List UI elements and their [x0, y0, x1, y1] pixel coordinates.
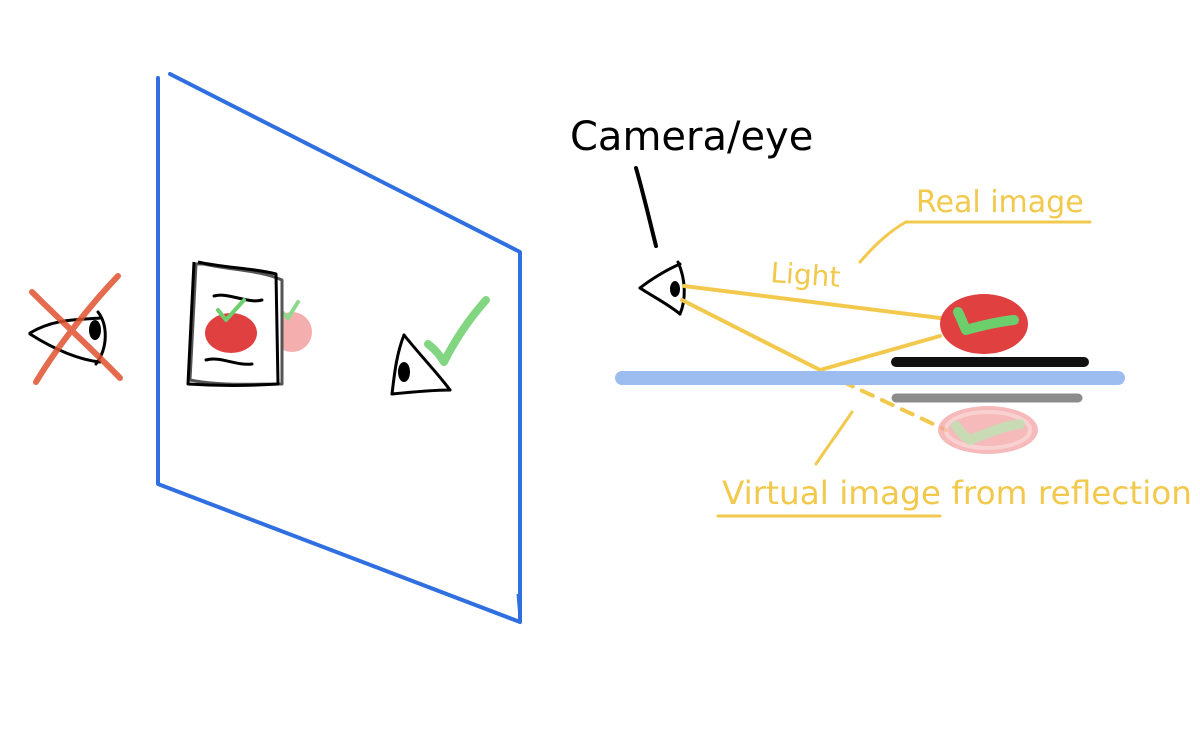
- check-icon: [424, 296, 490, 366]
- direct-ray: [682, 284, 942, 320]
- eye-icon: [28, 310, 107, 366]
- virtual-image-label: Virtual image from reflection: [722, 474, 1192, 512]
- blocked-viewer: [28, 273, 123, 385]
- real-image-pointer: [858, 220, 908, 264]
- glass-frame: [156, 72, 522, 624]
- eye-icon: [638, 260, 686, 316]
- eye-icon: [390, 333, 452, 396]
- ok-viewer: [390, 296, 490, 396]
- glass-pane-left: [156, 72, 522, 624]
- camera-pointer: [634, 166, 658, 248]
- incident-ray: [680, 298, 822, 372]
- real-image-label: Real image: [916, 185, 1084, 220]
- light-label: Light: [770, 256, 842, 294]
- real-apple: [940, 294, 1028, 354]
- ghost-check: [280, 300, 300, 322]
- reflected-ray: [818, 334, 942, 372]
- side-view-diagram: Camera/eye Light Real image: [570, 114, 1192, 518]
- virtual-apple: [938, 406, 1038, 454]
- camera-eye-label: Camera/eye: [570, 114, 813, 160]
- cross-icon: [29, 273, 123, 385]
- virtual-image-pointer: [814, 410, 854, 466]
- apple-icon: [205, 298, 257, 353]
- glass-frame-tick: [516, 593, 522, 619]
- apple-card: [186, 260, 312, 387]
